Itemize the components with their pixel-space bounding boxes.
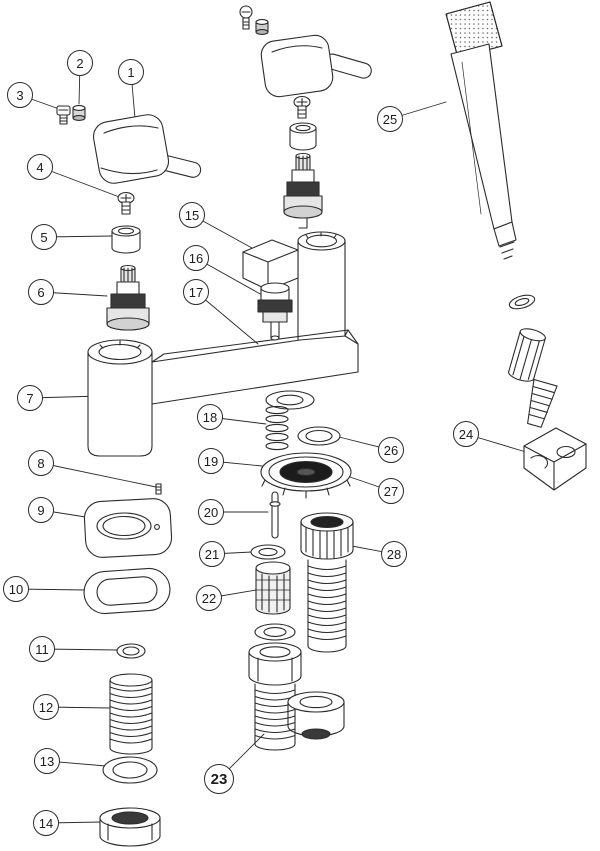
filter: [255, 561, 291, 615]
callout-3: 3: [7, 82, 33, 108]
callout-17: 17: [183, 279, 209, 305]
callout-26: 26: [378, 437, 404, 463]
top-handle-cap: [255, 19, 269, 35]
hose-tail-threads: [307, 559, 347, 653]
top-cartridge: [283, 152, 323, 229]
callout-23: 23: [204, 764, 234, 794]
diverter-rod: [269, 491, 281, 539]
callout-25: 25: [377, 106, 403, 132]
callout-16: 16: [183, 245, 209, 271]
callout-22: 22: [196, 585, 222, 611]
spring: [265, 405, 289, 451]
tap-handle-top: [260, 34, 372, 98]
callout-12: 12: [33, 694, 59, 720]
grub-screw: [155, 483, 162, 495]
callout-6: 6: [28, 279, 54, 305]
callout-19: 19: [198, 448, 224, 474]
washer-small: [116, 643, 146, 659]
callout-13: 13: [34, 748, 60, 774]
callout-21: 21: [199, 541, 225, 567]
callout-5: 5: [31, 224, 57, 250]
handle-cap: [72, 105, 86, 121]
top-handle-screw: [239, 5, 253, 30]
callout-9: 9: [28, 497, 54, 523]
base-plate: [83, 498, 173, 558]
callout-14: 14: [33, 810, 59, 836]
wall-bracket: [523, 427, 587, 491]
diverter-housing: [242, 239, 299, 291]
callout-15: 15: [179, 202, 205, 228]
tap-handle-left: [92, 114, 202, 184]
callout-7: 7: [17, 385, 43, 411]
threaded-shank: [109, 673, 153, 755]
diverter-cartridge: [257, 282, 293, 341]
washer-large: [102, 756, 158, 784]
top-cartridge-collar: [289, 122, 317, 151]
callout-18: 18: [197, 404, 223, 430]
cartridge-collar: [111, 225, 141, 254]
callout-24: 24: [453, 421, 479, 447]
callout-11: 11: [29, 636, 55, 662]
callout-27: 27: [378, 478, 404, 504]
backnut: [99, 807, 161, 847]
callout-28: 28: [381, 541, 407, 567]
base-gasket: [83, 567, 171, 615]
callout-20: 20: [198, 499, 224, 525]
tap-body: [87, 231, 359, 457]
shank-assembly: [248, 623, 345, 751]
callout-8: 8: [28, 450, 54, 476]
callout-1: 1: [118, 59, 144, 85]
top-fixing-screw: [293, 95, 311, 119]
shower-handset: [445, 1, 558, 428]
outlet-ring: [297, 426, 341, 446]
callout-4: 4: [27, 154, 53, 180]
hose-nut: [300, 512, 354, 560]
callout-10: 10: [3, 576, 29, 602]
diverter-seat: [260, 452, 352, 499]
fixing-screw: [117, 191, 135, 215]
ceramic-cartridge: [106, 264, 150, 331]
seal-washer: [250, 544, 286, 560]
callout-2: 2: [67, 50, 93, 76]
handle-screw: [56, 105, 71, 125]
